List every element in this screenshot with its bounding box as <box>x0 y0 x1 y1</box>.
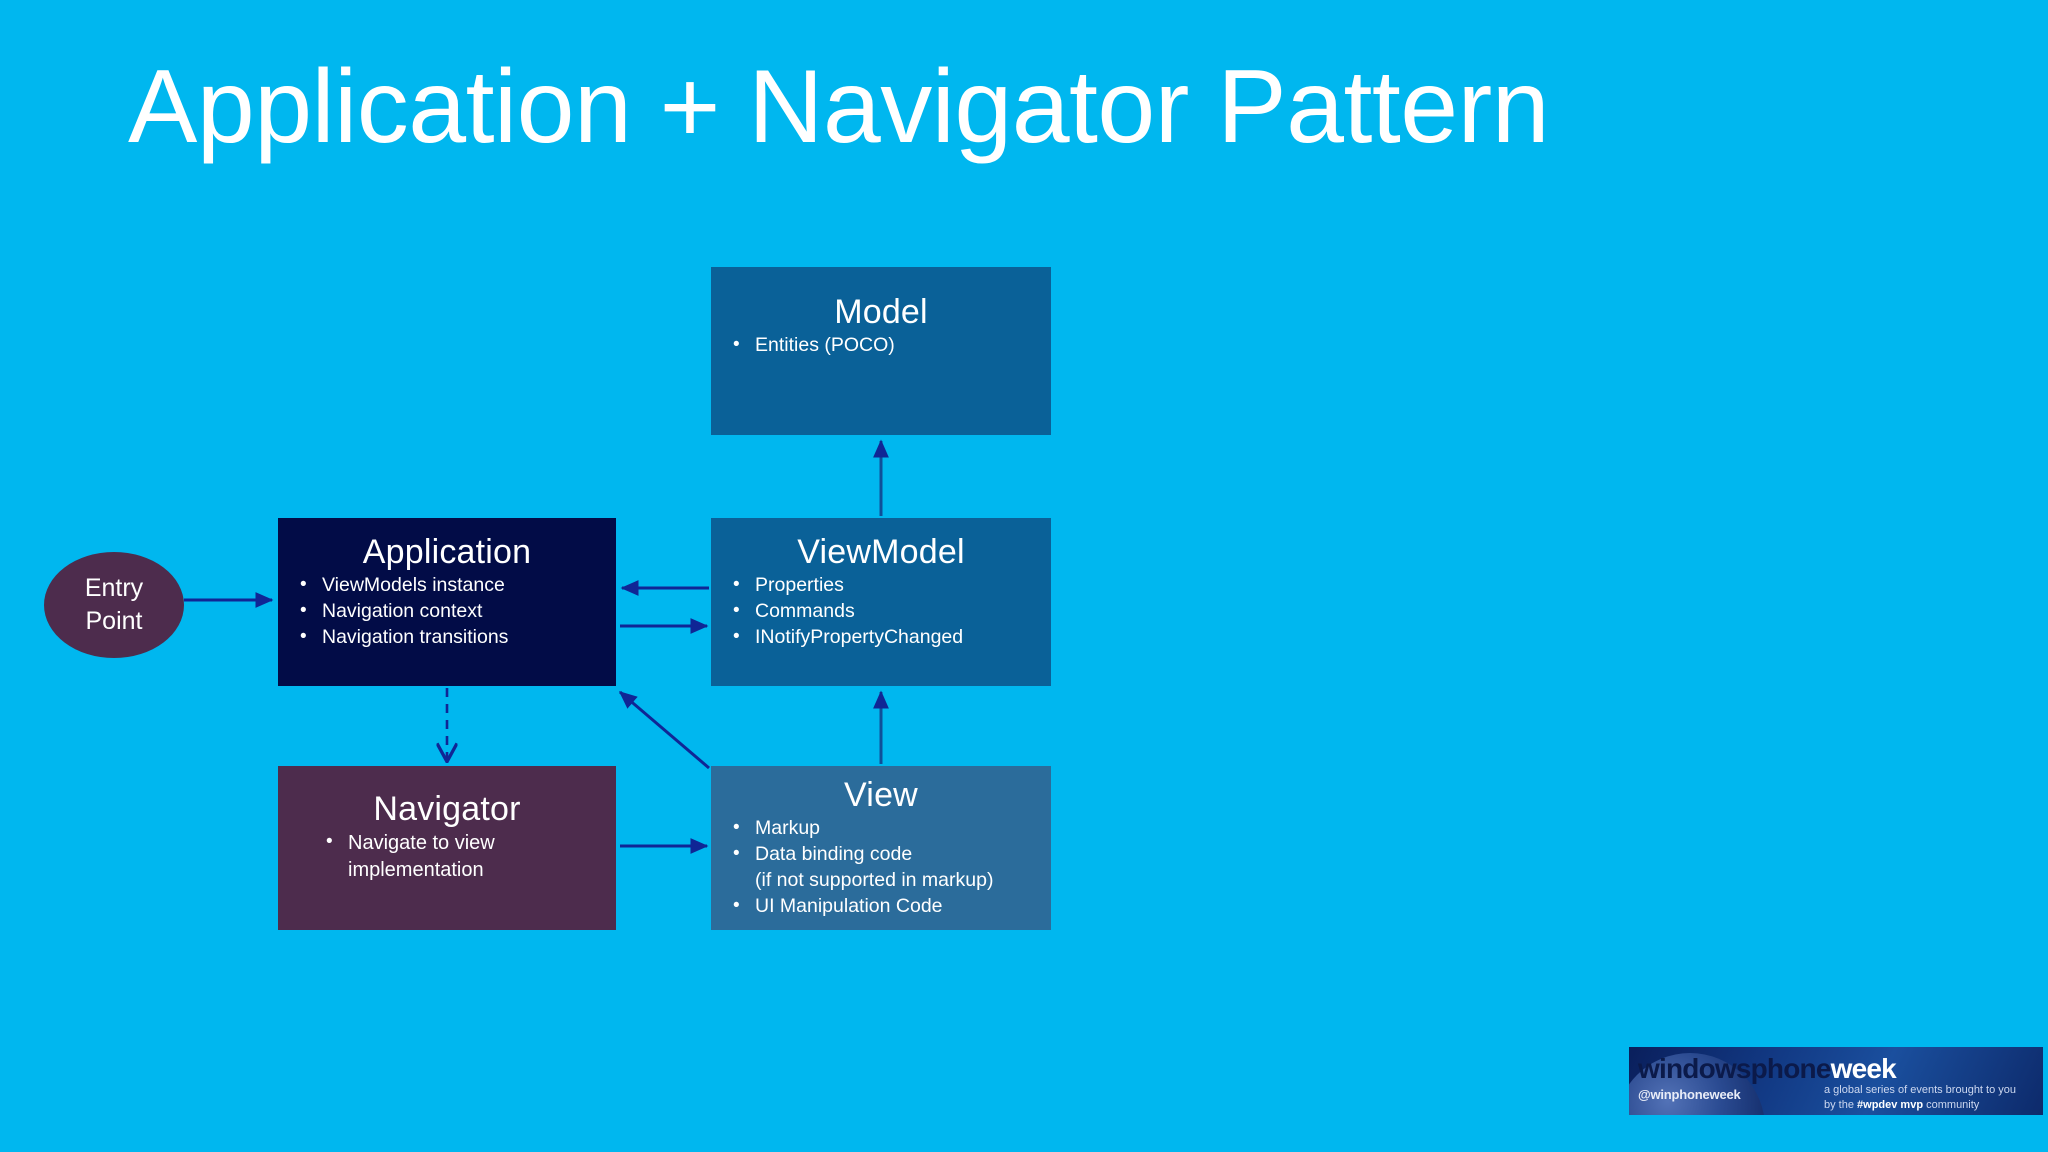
entry-point-node[interactable]: Entry Point <box>44 552 184 658</box>
list-item: Navigation context <box>292 598 606 625</box>
logo-wordmark: windowsphoneweek <box>1638 1053 1897 1085</box>
page-title: Application + Navigator Pattern <box>128 49 1550 165</box>
node-viewmodel[interactable]: ViewModel Properties Commands INotifyPro… <box>711 518 1051 686</box>
list-item: Navigation transitions <box>292 624 606 651</box>
list-item: Entities (POCO) <box>725 332 1041 359</box>
connector-view-to-application <box>618 690 710 770</box>
node-model-title: Model <box>834 293 928 331</box>
entry-point-label-line1: Entry <box>84 574 144 602</box>
node-application-bullets: ViewModels instance Navigation context N… <box>278 572 616 651</box>
list-item: Data binding code <box>725 841 1041 868</box>
logo-tagline-line1: a global series of events brought to you <box>1824 1084 2017 1096</box>
list-item: Navigate to view <box>318 829 606 857</box>
list-item-continuation: (if not supported in markup) <box>755 868 994 891</box>
list-item: INotifyPropertyChanged <box>725 624 1041 651</box>
node-view[interactable]: View Markup Data binding code (if not su… <box>711 766 1051 930</box>
node-viewmodel-title: ViewModel <box>797 533 965 571</box>
list-item: UI Manipulation Code <box>725 893 1041 920</box>
logo-tagline-pre: by the <box>1824 1098 1858 1111</box>
entry-point-label-line2: Point <box>85 607 143 635</box>
node-navigator-bullets: Navigate to view implementation <box>278 829 616 883</box>
logo-tagline-bold: #wpdev mvp <box>1857 1098 1924 1111</box>
list-item: Commands <box>725 598 1041 625</box>
logo-handle: @winphoneweek <box>1638 1087 1741 1102</box>
list-item: ViewModels instance <box>292 572 606 599</box>
list-item: Properties <box>725 572 1041 599</box>
node-model[interactable]: Model Entities (POCO) <box>711 267 1051 435</box>
windowsphoneweek-logo: windowsphoneweek @winphoneweek a global … <box>1629 1047 2043 1115</box>
logo-tagline: a global series of events brought to you… <box>1824 1083 2034 1113</box>
logo-wordmark-light: week <box>1830 1053 1897 1084</box>
node-application-title: Application <box>362 533 532 571</box>
list-item-continuation: implementation <box>348 858 484 881</box>
node-navigator-title: Navigator <box>373 790 521 828</box>
node-view-title: View <box>844 776 918 814</box>
list-item: Markup <box>725 815 1041 842</box>
node-application[interactable]: Application ViewModels instance Navigati… <box>278 518 616 686</box>
node-viewmodel-bullets: Properties Commands INotifyPropertyChang… <box>711 572 1051 651</box>
node-view-bullets: Markup Data binding code (if not support… <box>711 815 1051 920</box>
logo-wordmark-dark: windowsphone <box>1638 1053 1831 1084</box>
node-navigator[interactable]: Navigator Navigate to view implementatio… <box>278 766 616 930</box>
logo-tagline-line2: by the #wpdev mvp community <box>1824 1098 2034 1113</box>
node-model-bullets: Entities (POCO) <box>711 332 1051 359</box>
logo-tagline-post: community <box>1923 1098 1980 1111</box>
